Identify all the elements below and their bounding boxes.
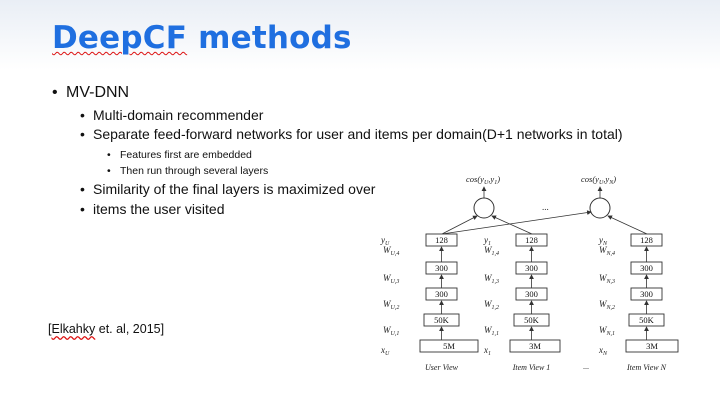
link-user-right xyxy=(441,210,592,235)
weight-label: WN,1 xyxy=(599,325,615,337)
title-keyword: DeepCF xyxy=(52,20,188,56)
layer-box xyxy=(509,339,561,353)
ellipsis-bottom: ... xyxy=(583,362,589,371)
output-label: yN xyxy=(598,235,608,247)
weight-label: WN,4 xyxy=(599,245,615,257)
output-label: yU xyxy=(380,235,390,247)
bullet-similarity: • Similarity of the final layers is maxim… xyxy=(80,181,376,197)
layer-size-label: 50K xyxy=(524,315,540,325)
bullet-dot: • xyxy=(80,126,85,142)
weight-label: WN,3 xyxy=(599,273,615,285)
layer-box xyxy=(630,233,663,247)
layer-size-label: 128 xyxy=(435,235,448,245)
bullet-items-visited: • items the user visited xyxy=(80,201,225,217)
link-user-left xyxy=(441,215,478,235)
bullet-dot: • xyxy=(80,201,85,217)
weight-label: W1,4 xyxy=(484,245,499,257)
weight-label: W1,2 xyxy=(484,299,499,311)
bullet-features-embedded: • Features first are embedded xyxy=(107,149,252,161)
weight-label: WU,3 xyxy=(383,273,399,285)
weight-label: W1,1 xyxy=(484,325,499,337)
input-label: x1 xyxy=(483,345,491,357)
weight-label: WU,1 xyxy=(383,325,399,337)
bullet-dot: • xyxy=(52,84,58,101)
mv-dnn-diagram: cos(yU,y1) cos(yU,yN) ... ... 128 300 300 5… xyxy=(380,174,679,372)
view-caption: Item View N xyxy=(626,363,667,372)
layer-box xyxy=(515,233,548,247)
weight-label: WU,2 xyxy=(383,299,399,311)
cos-label-right: cos(yU,yN) xyxy=(581,174,616,186)
input-label: xU xyxy=(380,345,390,357)
slide-title: DeepCF methods xyxy=(52,20,352,56)
citation: [Elkahky et. al, 2015] xyxy=(48,322,164,336)
cosine-node-right xyxy=(589,197,611,219)
bullet-dot: • xyxy=(107,149,111,161)
citation-rest: et. al, 2015] xyxy=(95,322,165,336)
view-caption: Item View 1 xyxy=(512,363,551,372)
layer-size-label: 300 xyxy=(640,289,653,299)
layer-size-label: 3M xyxy=(646,341,658,351)
layer-box xyxy=(625,339,679,353)
bullet-multi-domain: • Multi-domain recommender xyxy=(80,107,264,123)
bullet-text: MV-DNN xyxy=(66,84,130,101)
layer-box xyxy=(419,339,479,353)
view-caption: User View xyxy=(425,363,459,372)
citation-author: Elkahky xyxy=(51,322,96,336)
bullet-mv-dnn: • MV-DNN xyxy=(52,84,130,102)
bullet-dot: • xyxy=(80,107,85,123)
bullet-several-layers: • Then run through several layers xyxy=(107,165,269,177)
layer-size-label: 50K xyxy=(434,315,450,325)
cos-label-left: cos(yU,y1) xyxy=(466,174,500,186)
layer-size-label: 128 xyxy=(525,235,538,245)
citation-open: [ xyxy=(48,322,52,336)
layer-size-label: 128 xyxy=(640,235,653,245)
layer-size-label: 300 xyxy=(640,263,653,273)
layer-size-label: 3M xyxy=(529,341,541,351)
bullet-text: Multi-domain recommender xyxy=(93,107,264,123)
weight-label: W1,3 xyxy=(484,273,499,285)
layer-size-label: 5M xyxy=(443,341,455,351)
layer-size-label: 300 xyxy=(525,289,538,299)
bullet-text: Then run through several layers xyxy=(120,165,269,177)
weight-label: WN,2 xyxy=(599,299,615,311)
layer-size-label: 50K xyxy=(639,315,655,325)
input-label: xN xyxy=(598,345,608,357)
weight-label: WU,4 xyxy=(383,245,399,257)
bullet-text: Similarity of the final layers is maximi… xyxy=(93,181,376,197)
output-label: y1 xyxy=(483,235,491,247)
bullet-text: items the user visited xyxy=(93,201,225,217)
bullet-text: Features first are embedded xyxy=(120,149,252,161)
layer-size-label: 300 xyxy=(435,263,448,273)
link-item1-left xyxy=(491,215,533,235)
layer-size-label: 300 xyxy=(525,263,538,273)
bullet-text: Separate feed-forward networks for user … xyxy=(93,126,623,142)
link-itemN-right xyxy=(607,215,648,235)
bullet-separate-networks: • Separate feed-forward networks for user… xyxy=(80,126,623,142)
cosine-node-left xyxy=(473,197,495,219)
ellipsis-top: ... xyxy=(542,202,549,212)
bullet-dot: • xyxy=(80,181,85,197)
title-rest: methods xyxy=(187,20,352,56)
layer-box xyxy=(425,233,458,247)
layer-size-label: 300 xyxy=(435,289,448,299)
bullet-dot: • xyxy=(107,165,111,177)
